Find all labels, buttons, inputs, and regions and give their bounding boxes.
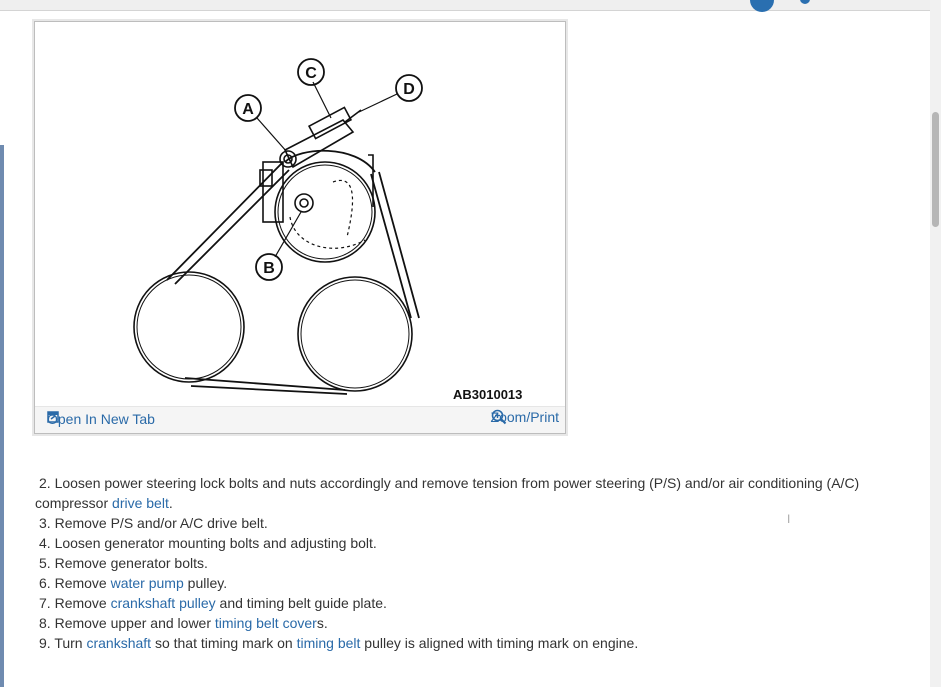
open-in-new-tab-link[interactable]: Open In New Tab <box>47 411 155 427</box>
callout-a-label: A <box>242 101 254 118</box>
toolbar-dot-icon[interactable] <box>800 0 810 4</box>
crankshaft-pulley-left <box>133 271 245 383</box>
step-text: Loosen generator mounting bolts and adju… <box>54 535 377 551</box>
adjuster-sleeve <box>307 106 353 140</box>
step-number: 4. <box>39 535 55 551</box>
figure-footer: Open In New Tab Zoom/Print <box>35 406 565 433</box>
procedure-step: 2. Loosen power steering lock bolts and … <box>35 473 895 513</box>
term-link[interactable]: crankshaft <box>86 635 152 651</box>
generator-bracket <box>262 161 284 223</box>
step-text: Turn <box>54 635 87 651</box>
callout-d <box>395 74 423 102</box>
zoom-print-link[interactable]: Zoom/Print <box>491 409 559 425</box>
bracket-bolt-head <box>259 169 273 187</box>
step-number: 8. <box>39 615 55 631</box>
procedure-step: 9. Turn crankshaft so that timing mark o… <box>35 633 895 653</box>
procedure-step: 5. Remove generator bolts. <box>35 553 895 573</box>
step-text: and timing belt guide plate. <box>215 595 387 611</box>
callout-b-label: B <box>263 260 275 277</box>
open-in-new-tab-icon <box>47 411 59 423</box>
callout-b <box>255 253 283 281</box>
generator-pulley <box>274 161 376 263</box>
top-toolbar <box>0 0 930 12</box>
diagram-figure: A C D B AB3010013 Open In New Tab Zoom/P… <box>34 21 566 434</box>
leader-c <box>312 81 332 119</box>
step-text: s. <box>316 615 328 631</box>
step-text: Remove <box>54 575 111 591</box>
leader-d <box>358 93 398 113</box>
procedure-step: 8. Remove upper and lower timing belt co… <box>35 613 895 633</box>
lock-bolt-a <box>279 150 297 168</box>
term-link[interactable]: drive belt <box>112 495 169 511</box>
figure-code: AB3010013 <box>453 387 522 402</box>
step-number: 5. <box>39 555 55 571</box>
vertical-scrollbar[interactable] <box>930 0 941 687</box>
step-text: Loosen power steering lock bolts and nut… <box>35 475 860 511</box>
procedure-step: 3. Remove P/S and/or A/C drive belt. <box>35 513 895 533</box>
step-text: pulley is aligned with timing mark on en… <box>360 635 639 651</box>
lower-pulley-right <box>297 276 413 392</box>
step-text: Remove P/S and/or A/C drive belt. <box>54 515 268 531</box>
pivot-bolt-b <box>294 193 314 213</box>
pivot-bolt-b-inner <box>299 198 309 208</box>
hidden-outline-lower <box>289 216 366 249</box>
open-in-new-tab-label: Open In New Tab <box>47 411 155 427</box>
lower-pulley-right-inner <box>300 279 410 389</box>
bracket-tab <box>368 154 374 207</box>
leader-b <box>274 211 302 258</box>
procedure-steps-list: 2. Loosen power steering lock bolts and … <box>35 473 895 653</box>
step-text: Remove generator bolts. <box>54 555 208 571</box>
step-text: pulley. <box>183 575 228 591</box>
crankshaft-pulley-left-inner <box>136 274 242 380</box>
step-number: 6. <box>39 575 55 591</box>
zoom-print-label: Zoom/Print <box>490 409 559 425</box>
hidden-outline <box>332 179 354 238</box>
toolbar-button-icon[interactable] <box>750 0 774 12</box>
term-link[interactable]: water pump <box>110 575 184 591</box>
callout-d-label: D <box>403 81 415 98</box>
step-number: 2. <box>39 475 55 491</box>
term-link[interactable]: timing belt <box>296 635 361 651</box>
callout-a <box>234 94 262 122</box>
procedure-step: 4. Loosen generator mounting bolts and a… <box>35 533 895 553</box>
belt-diagram-drawing: A C D B AB3010013 <box>133 58 522 402</box>
step-text: so that timing mark on <box>151 635 297 651</box>
step-number: 3. <box>39 515 55 531</box>
lock-bolt-a-inner <box>283 154 293 164</box>
callout-c-label: C <box>305 65 317 82</box>
scrollbar-thumb[interactable] <box>932 112 939 227</box>
adjuster-arm <box>283 118 355 169</box>
procedure-step: 7. Remove crankshaft pulley and timing b… <box>35 593 895 613</box>
leader-a <box>256 117 288 153</box>
text-cursor-icon: I <box>787 512 791 526</box>
step-text: Remove upper and lower <box>54 615 215 631</box>
callout-c <box>297 58 325 86</box>
zoom-in-icon <box>491 409 506 425</box>
term-link[interactable]: crankshaft pulley <box>110 595 216 611</box>
step-text: Remove <box>54 595 111 611</box>
procedure-step: 6. Remove water pump pulley. <box>35 573 895 593</box>
step-text: . <box>168 495 173 511</box>
belt-right-run <box>370 171 420 319</box>
belt-bottom-run <box>184 377 348 395</box>
term-link[interactable]: timing belt cover <box>214 615 317 631</box>
step-number: 7. <box>39 595 55 611</box>
generator-pulley-inner <box>277 164 373 260</box>
window-left-edge <box>0 145 4 687</box>
step-number: 9. <box>39 635 55 651</box>
adjusting-bolt <box>344 109 362 123</box>
